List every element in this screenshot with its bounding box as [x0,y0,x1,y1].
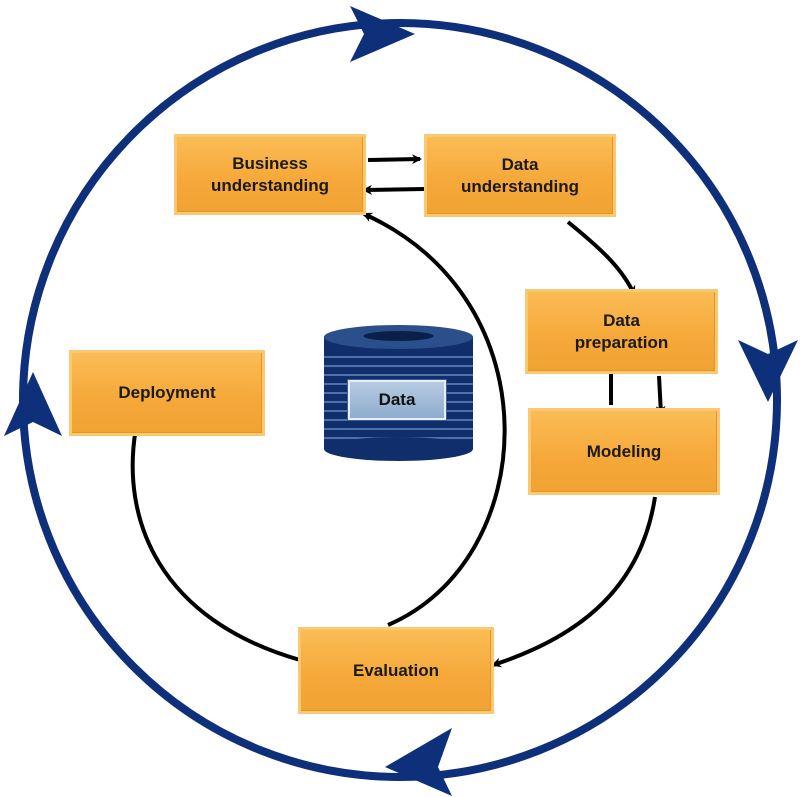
data-store-label: Data [348,380,446,420]
phase-data-understanding: Data understanding [424,134,616,217]
phase-deployment: Deployment [69,350,265,436]
outer-cycle-arrow-left [4,372,62,436]
arrow-modeling-to-evaluation [491,496,657,668]
arrow-evaluation-to-business [362,212,507,627]
outer-cycle-arrow-top [350,6,415,62]
arrow-business-to-data [367,154,422,165]
outer-cycle-arrow-right [738,340,798,402]
arrow-data-to-business [362,184,425,195]
phase-evaluation: Evaluation [298,627,494,714]
flow-arrows [129,154,666,668]
phase-business-understanding: Business understanding [174,134,366,215]
outer-cycle-arrow-bottom [385,728,452,796]
arrow-preparation-to-modeling [655,375,666,416]
arrow-understanding-to-preparation [566,220,636,296]
phase-modeling: Modeling [528,408,720,495]
phase-data-preparation: Data preparation [525,289,718,374]
arrow-evaluation-to-deployment [129,426,301,662]
